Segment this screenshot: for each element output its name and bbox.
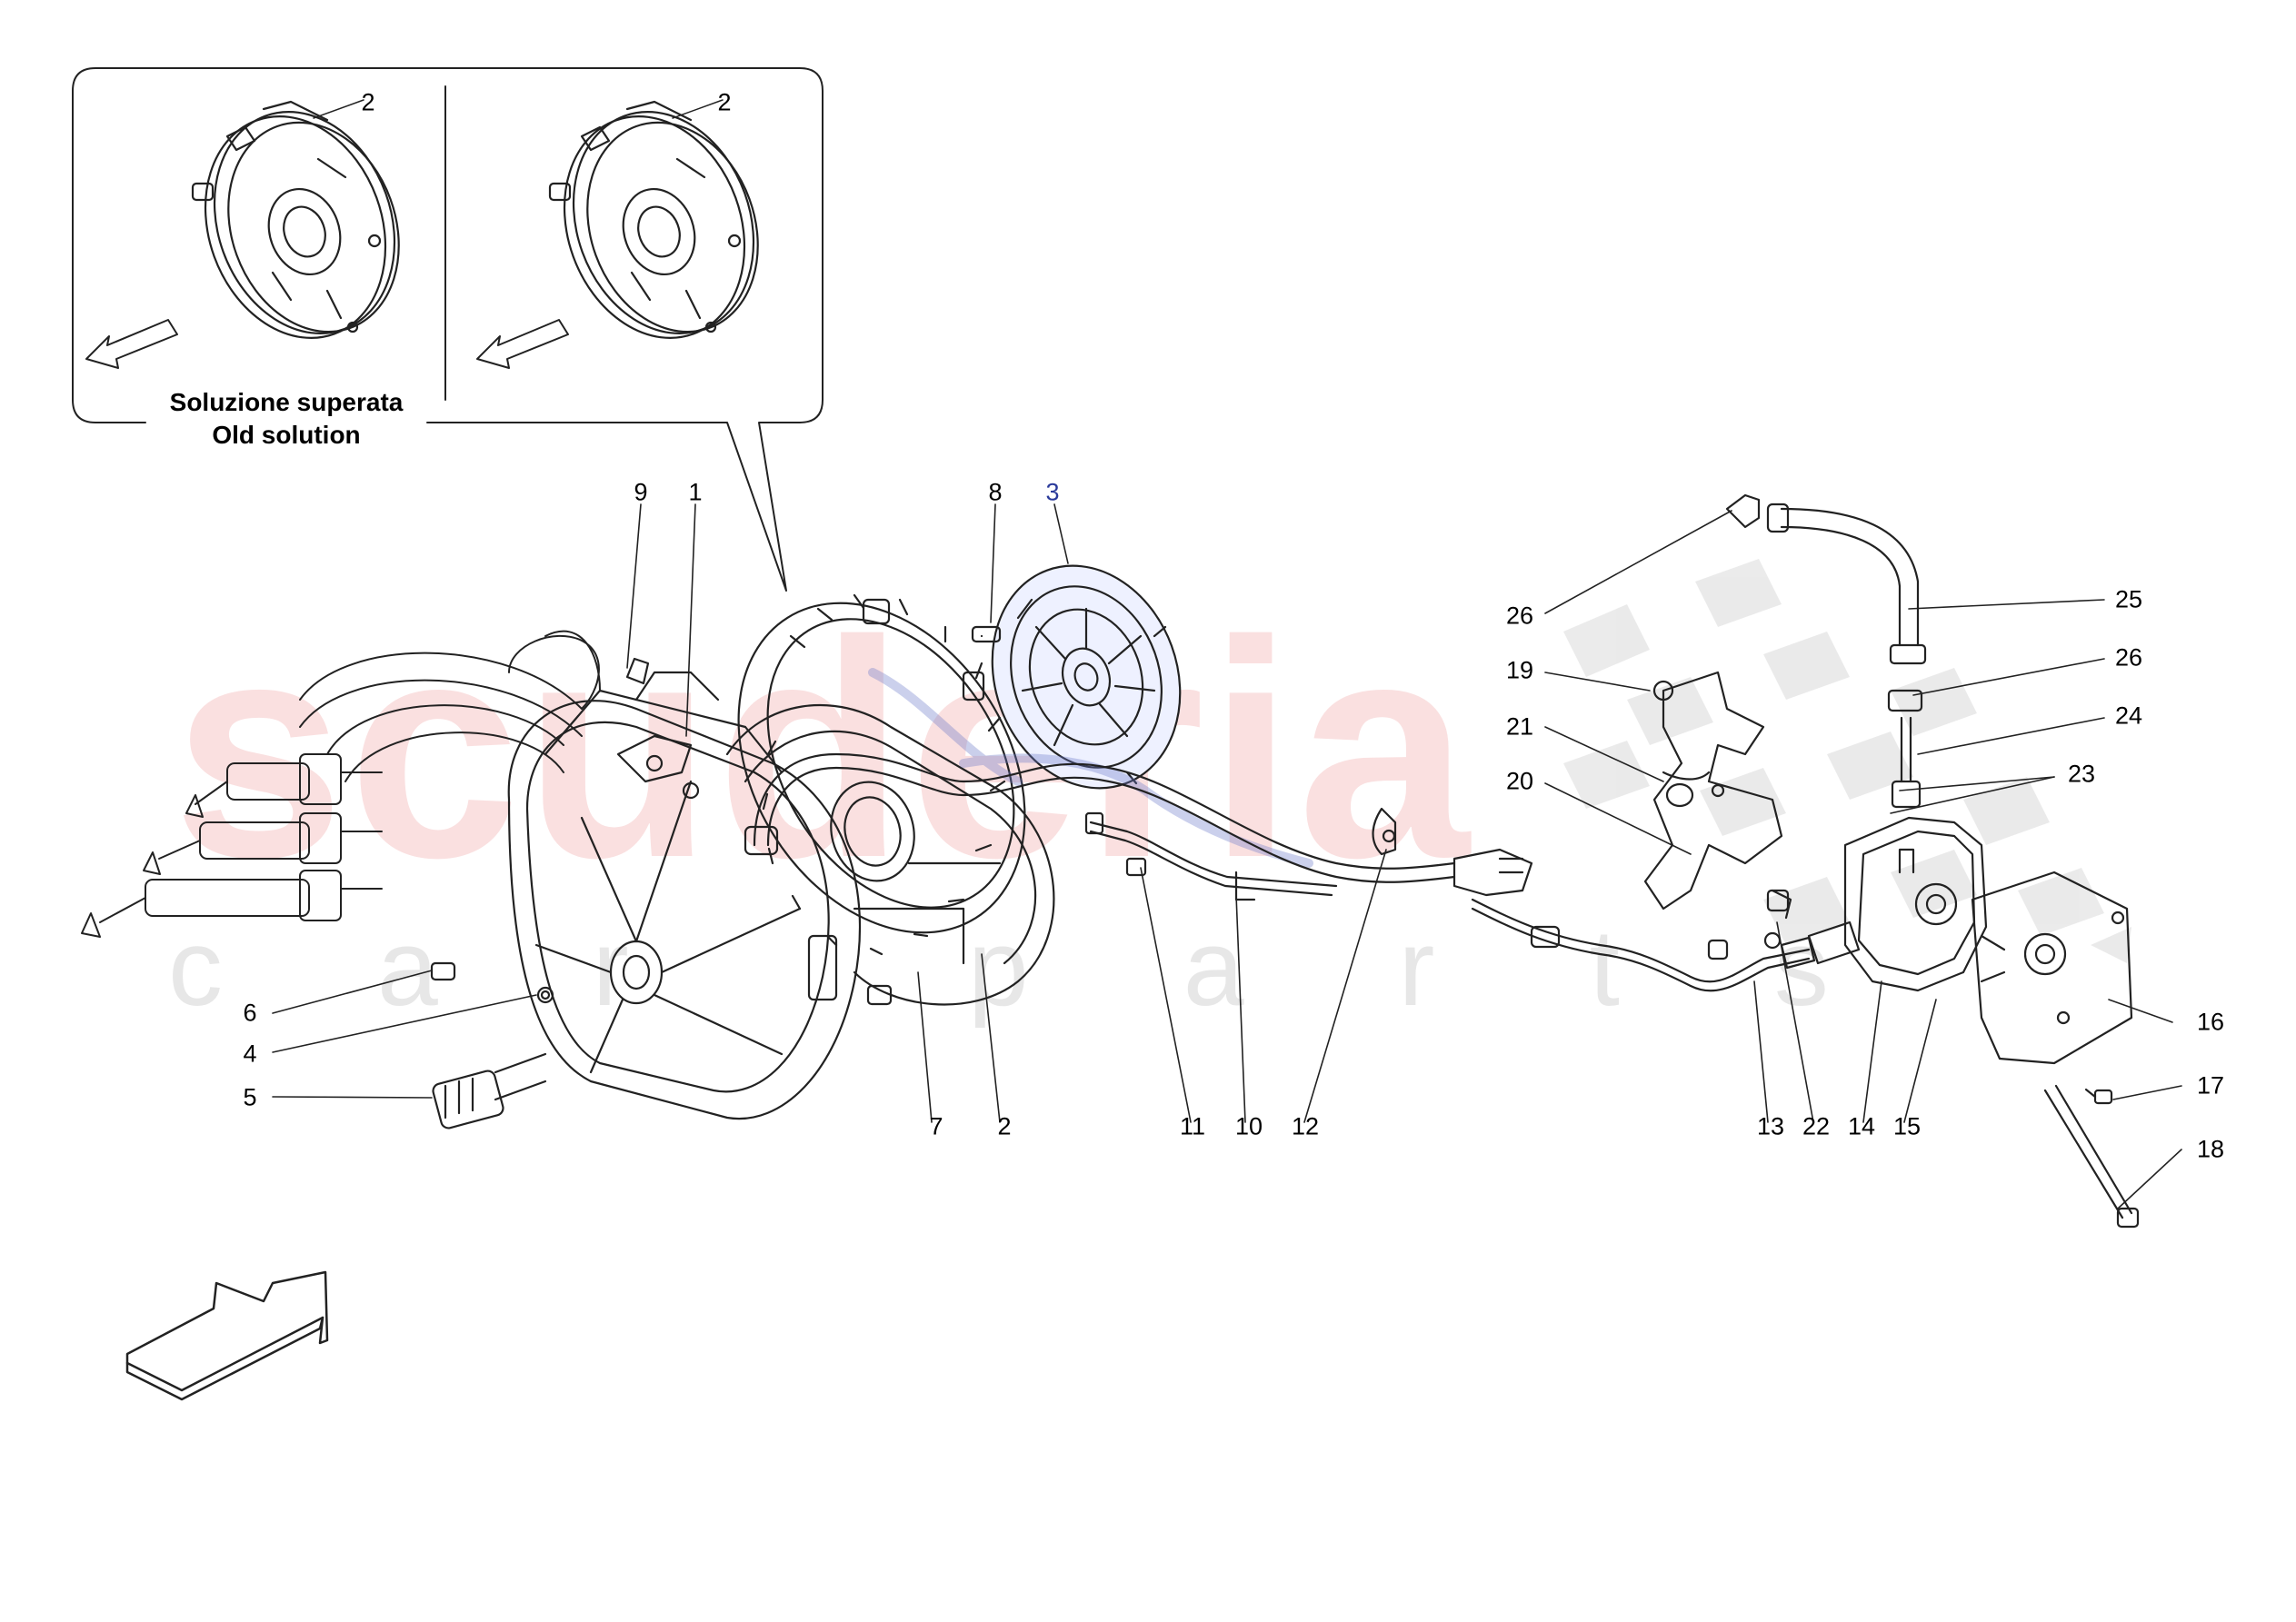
part-label-18: 18: [2196, 1135, 2225, 1163]
watermark-subtitle: car parts: [168, 907, 1983, 1029]
part-label-25: 25: [2114, 585, 2143, 613]
part-label-22: 22: [1802, 1112, 1831, 1140]
part-label-14: 14: [1847, 1112, 1876, 1140]
inset-label-left: 2: [361, 88, 375, 116]
part-label-23: 23: [2067, 760, 2096, 788]
part-label-1: 1: [688, 478, 703, 506]
gearbox-housing: [507, 671, 862, 1120]
hydraulic-pipe: [744, 752, 1533, 897]
rubber-hose: [1725, 493, 1927, 809]
part-label-4: 4: [243, 1040, 257, 1068]
part-label-20: 20: [1505, 767, 1534, 795]
inset-arrow-left: [85, 319, 178, 369]
part-label-9: 9: [634, 478, 648, 506]
clutch-cover-ring: [737, 593, 1026, 956]
mounting-bracket: [1643, 671, 1792, 920]
inset-clutch-right: [548, 100, 759, 339]
part-label-17: 17: [2196, 1071, 2225, 1100]
part-label-7: 7: [929, 1112, 943, 1140]
inset-clutch-left: [191, 100, 400, 339]
heat-shield-plate: [1971, 871, 2133, 1065]
actuator-feed-pipe: [1471, 898, 1811, 992]
inset-frame: [72, 67, 824, 592]
part-label-26-right: 26: [2114, 643, 2143, 672]
part-label-19: 19: [1505, 656, 1534, 684]
inset-arrow-right: [476, 319, 569, 369]
part-label-2: 2: [997, 1112, 1012, 1140]
part-label-21: 21: [1505, 712, 1534, 741]
part-label-12: 12: [1291, 1112, 1320, 1140]
inset-label-right: 2: [717, 88, 732, 116]
part-label-16: 16: [2196, 1008, 2225, 1036]
part-label-8: 8: [988, 478, 1003, 506]
part-label-13: 13: [1756, 1112, 1785, 1140]
checkered-flag-watermark: [1563, 559, 2131, 963]
inset-caption: Soluzione superata Old solution: [155, 386, 418, 452]
highlighted-pipe: [868, 668, 1313, 868]
watermark-logo-text: scuderia: [173, 577, 1473, 922]
orientation-arrow: [125, 1270, 329, 1401]
leader-lines: [272, 503, 2182, 1209]
bleed-pipe: [1084, 807, 1397, 901]
input-shaft: [432, 1052, 547, 1129]
wiring-harness: [81, 630, 601, 938]
part-label-11: 11: [1179, 1112, 1206, 1140]
bellhousing: [725, 703, 1055, 1006]
fasteners: [430, 625, 2140, 1229]
part-label-24: 24: [2114, 702, 2143, 730]
part-label-5: 5: [243, 1083, 257, 1111]
clutch-actuator: [1763, 816, 1988, 992]
part-label-15: 15: [1892, 1112, 1922, 1140]
part-label-10: 10: [1234, 1112, 1263, 1140]
clutch-disc-assembly: [991, 564, 1182, 790]
part-label-3: 3: [1045, 478, 1060, 506]
part-label-26-top: 26: [1505, 602, 1534, 630]
inset-caption-english: Old solution: [212, 421, 361, 449]
part-label-6: 6: [243, 999, 257, 1027]
inset-caption-italian: Soluzione superata: [169, 388, 404, 416]
